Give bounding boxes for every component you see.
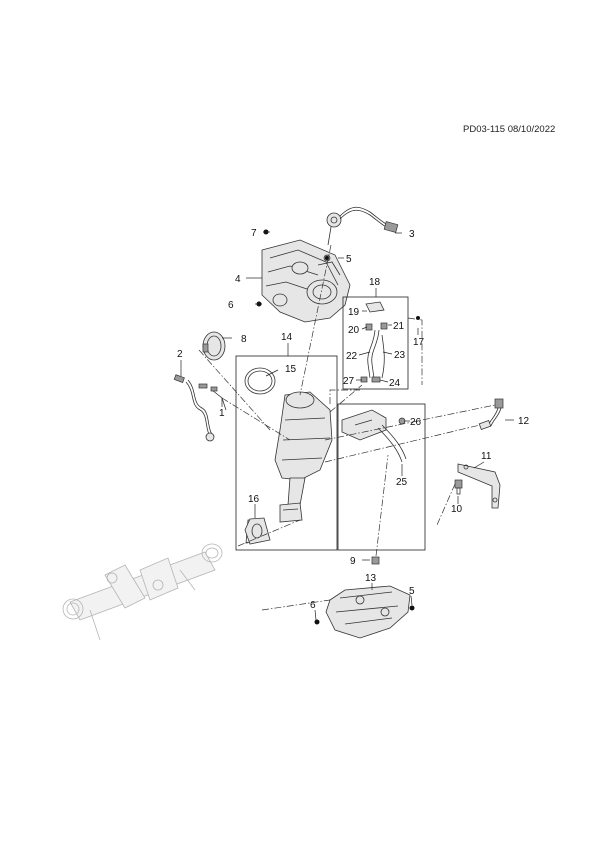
catalytic-converter [244, 367, 333, 544]
bolt-10 [454, 479, 463, 495]
small-pipe-group-box [342, 296, 409, 390]
nut-6-lower [314, 619, 320, 625]
callout-11: 11 [481, 451, 492, 462]
callout-7: 7 [251, 228, 257, 239]
callout-15: 15 [285, 364, 297, 375]
callout-18: 18 [369, 277, 381, 288]
callouts: 1 2 3 4 5 5 6 6 7 8 9 10 11 12 13 14 15 … [177, 228, 530, 611]
egr-pipe-group-box [337, 403, 426, 551]
top-sensor-harness [326, 206, 399, 246]
callout-22: 22 [346, 351, 358, 362]
callout-6-lower: 6 [310, 600, 316, 611]
gasket-clamp [202, 331, 226, 361]
assembly-lines [198, 244, 496, 611]
callout-19: 19 [348, 307, 360, 318]
nut-9 [371, 556, 380, 565]
oxygen-sensor-right [478, 398, 504, 431]
callout-14: 14 [281, 332, 293, 343]
callout-17: 17 [413, 337, 425, 348]
egr-pipe-bracket [341, 409, 407, 463]
callout-9: 9 [350, 556, 356, 567]
leader-lines [180, 231, 514, 621]
callout-3: 3 [409, 229, 415, 240]
callout-24: 24 [389, 378, 401, 389]
callout-26: 26 [410, 417, 422, 428]
callout-25: 25 [396, 477, 408, 488]
turbocharger-manifold [261, 239, 351, 323]
catalytic-converter-group-box [235, 355, 338, 551]
callout-1: 1 [219, 408, 225, 419]
callout-5-upper: 5 [346, 254, 352, 265]
bracket-11 [457, 463, 501, 509]
callout-16: 16 [248, 494, 260, 505]
heat-shield [325, 585, 411, 639]
small-pipe-assembly [360, 301, 388, 383]
callout-8: 8 [241, 334, 247, 345]
callout-4: 4 [235, 274, 241, 285]
callout-5-lower: 5 [409, 586, 415, 597]
callout-27: 27 [343, 376, 355, 387]
diagram-reference-code: PD03-115 08/10/2022 [463, 124, 556, 135]
callout-20: 20 [348, 325, 360, 336]
bolt-5-lower [409, 605, 415, 611]
callout-21: 21 [393, 321, 405, 332]
exhaust-pipe-ghost [62, 543, 223, 641]
callout-23: 23 [394, 350, 406, 361]
callout-10: 10 [451, 504, 463, 515]
callout-6-upper: 6 [228, 300, 234, 311]
gasket-16 [244, 517, 271, 545]
callout-2: 2 [177, 349, 183, 360]
callout-12: 12 [518, 416, 530, 427]
callout-13: 13 [365, 573, 377, 584]
